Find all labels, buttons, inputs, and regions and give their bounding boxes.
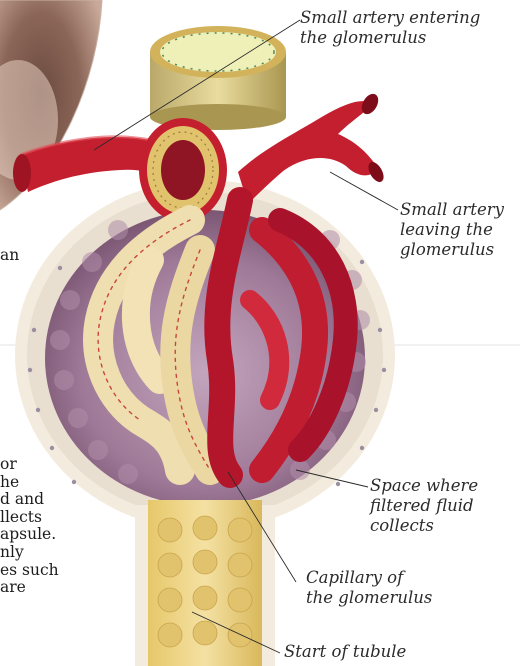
label-artery-entering: Small artery entering the glomerulus (300, 8, 515, 48)
label-tubule: Start of tubule (284, 642, 444, 662)
artery-cut-section (139, 118, 227, 222)
label-space-fluid: Space where filtered fluid collects (370, 476, 510, 536)
text-fragment-paragraph: or he d and llects apsule. nly es such a… (0, 456, 70, 597)
label-artery-leaving: Small artery leaving the glomerulus (400, 200, 515, 260)
label-capillary: Capillary of the glomerulus (306, 568, 466, 608)
text-fragment-top: an (0, 247, 28, 265)
